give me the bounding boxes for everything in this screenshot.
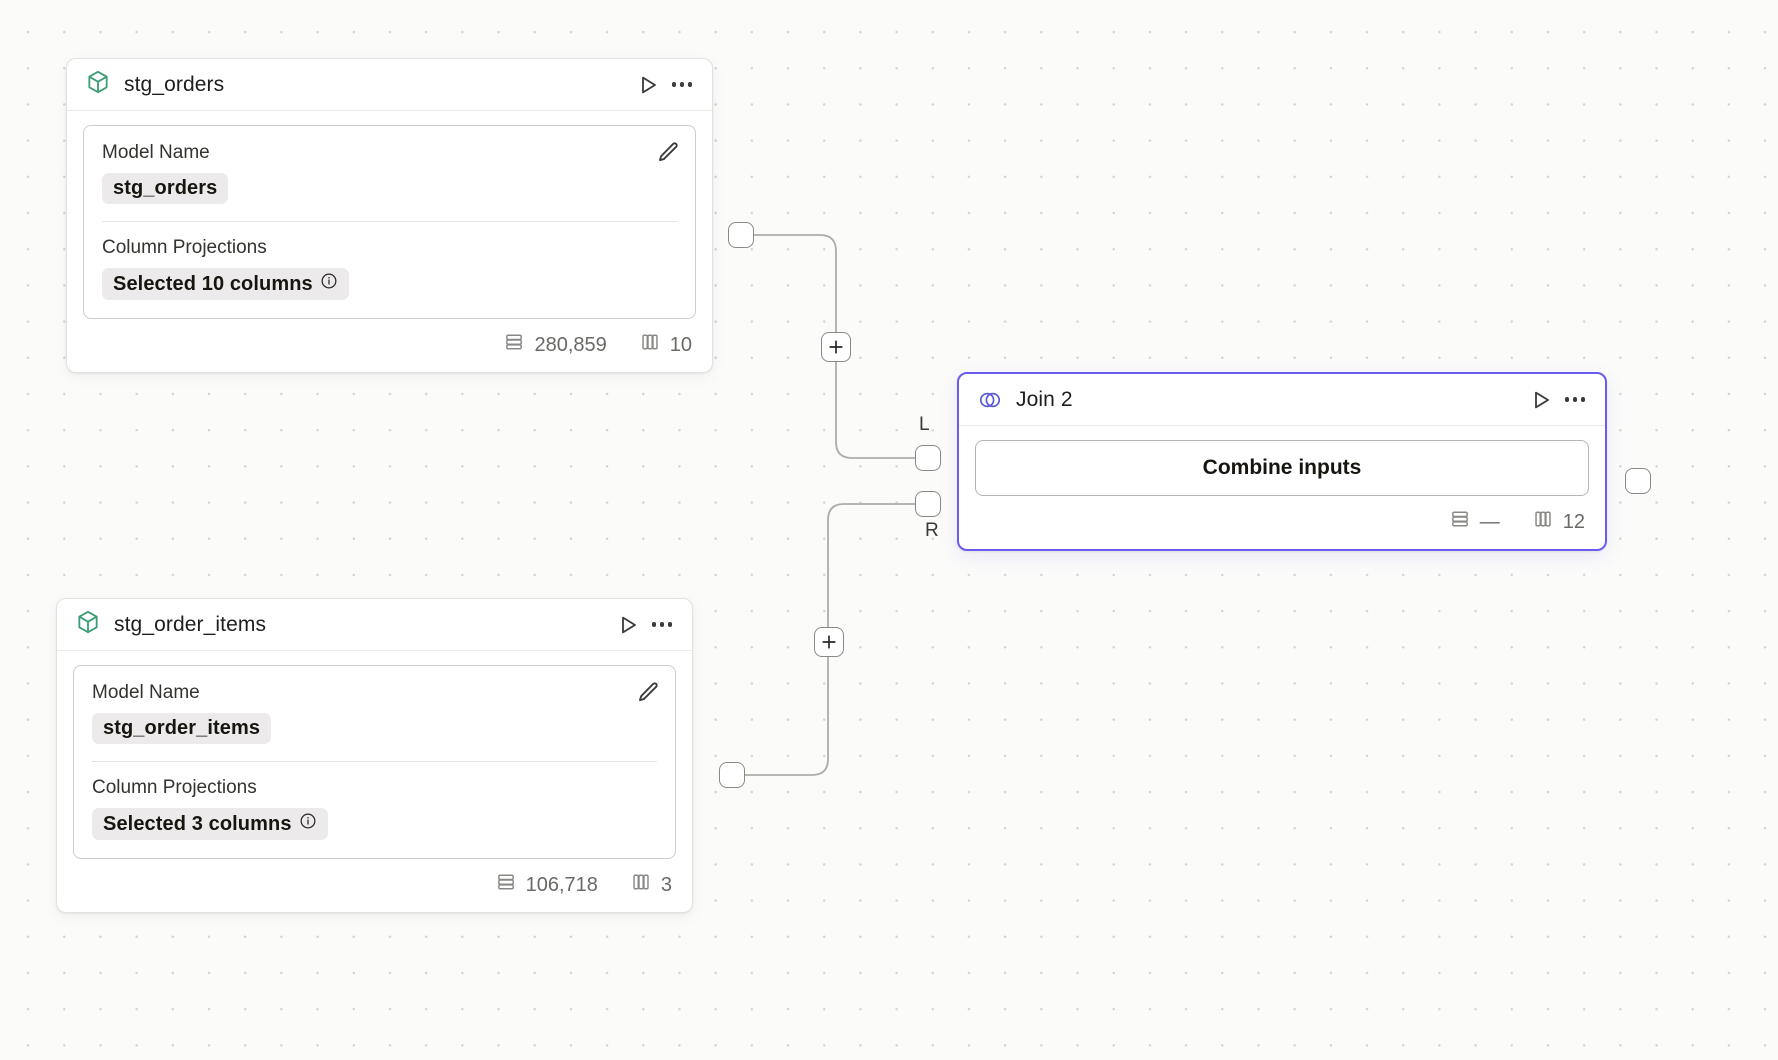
- model-name-value[interactable]: stg_orders: [102, 173, 229, 204]
- plus-icon: [822, 635, 836, 649]
- column-count-value: 3: [660, 873, 672, 896]
- output-port-join-2[interactable]: [1625, 468, 1651, 494]
- row-count-value: 280,859: [534, 333, 607, 356]
- columns-icon: [1532, 508, 1554, 536]
- model-name-value[interactable]: stg_order_items: [92, 713, 272, 744]
- column-projections-label: Column Projections: [92, 777, 257, 798]
- node-title: stg_orders: [124, 72, 225, 96]
- node-footer: 280,859 10: [67, 319, 712, 372]
- node-stg-order-items[interactable]: stg_order_items Model Name: [56, 598, 693, 913]
- node-footer: 106,718 3: [57, 859, 692, 912]
- columns-icon: [630, 871, 652, 899]
- right-input-label: R: [925, 520, 939, 541]
- row-count-value: 106,718: [525, 873, 598, 896]
- column-count-stat: 3: [630, 871, 672, 899]
- cube-icon: [85, 69, 111, 100]
- more-options-button[interactable]: [1561, 386, 1589, 414]
- more-options-button[interactable]: [648, 611, 676, 639]
- rows-icon: [503, 331, 525, 359]
- chip-text: Selected 10 columns: [113, 272, 313, 295]
- row-count-stat: 280,859: [503, 331, 607, 359]
- column-count-stat: 10: [639, 331, 692, 359]
- venn-icon: [977, 387, 1003, 413]
- info-icon[interactable]: [299, 812, 317, 836]
- input-port-left[interactable]: [915, 445, 941, 471]
- more-options-button[interactable]: [668, 71, 696, 99]
- row-count-value: —: [1479, 510, 1500, 533]
- run-button[interactable]: [634, 71, 662, 99]
- edit-pencil-icon[interactable]: [635, 680, 661, 706]
- plus-icon: [829, 340, 843, 354]
- node-stg-orders[interactable]: stg_orders Model Name: [66, 58, 713, 373]
- column-projections-label: Column Projections: [102, 237, 267, 258]
- node-footer: — 12: [959, 496, 1605, 549]
- edit-pencil-icon[interactable]: [655, 140, 681, 166]
- node-join-2[interactable]: Join 2 Combine inputs: [957, 372, 1607, 551]
- node-body: Model Name stg_order_items Column Projec…: [57, 651, 692, 859]
- output-port-stg-order-items[interactable]: [719, 762, 745, 788]
- chip-text: Selected 3 columns: [103, 812, 292, 835]
- model-config-card: Model Name stg_orders Column Projections…: [83, 125, 696, 319]
- rows-icon: [1449, 508, 1471, 536]
- info-icon[interactable]: [320, 272, 338, 296]
- node-header: stg_order_items: [57, 599, 692, 651]
- model-name-label: Model Name: [92, 682, 200, 703]
- chip-text: stg_orders: [113, 177, 218, 199]
- row-count-stat: —: [1449, 508, 1500, 536]
- node-body: Combine inputs: [959, 426, 1605, 496]
- ellipsis-icon: [652, 622, 672, 627]
- run-button[interactable]: [614, 611, 642, 639]
- cube-icon: [75, 609, 101, 640]
- add-node-bottom-button[interactable]: [814, 627, 844, 657]
- column-count-stat: 12: [1532, 508, 1585, 536]
- left-input-label: L: [919, 414, 930, 435]
- node-title: Join 2: [1016, 387, 1073, 411]
- output-port-stg-orders[interactable]: [728, 222, 754, 248]
- node-header: stg_orders: [67, 59, 712, 111]
- chip-text: stg_order_items: [103, 717, 261, 739]
- column-projections-value[interactable]: Selected 3 columns: [92, 808, 328, 840]
- input-port-right[interactable]: [915, 491, 941, 517]
- combine-inputs-button[interactable]: Combine inputs: [975, 440, 1589, 496]
- node-header: Join 2: [959, 374, 1605, 426]
- add-node-top-button[interactable]: [821, 332, 851, 362]
- ellipsis-icon: [672, 82, 692, 87]
- model-name-label: Model Name: [102, 142, 210, 163]
- combine-inputs-label: Combine inputs: [1202, 456, 1362, 479]
- node-body: Model Name stg_orders Column Projections…: [67, 111, 712, 319]
- column-projections-value[interactable]: Selected 10 columns: [102, 268, 349, 300]
- run-button[interactable]: [1527, 386, 1555, 414]
- column-count-value: 10: [669, 333, 692, 356]
- card-divider: [102, 221, 677, 222]
- model-config-card: Model Name stg_order_items Column Projec…: [73, 665, 676, 859]
- card-divider: [92, 761, 657, 762]
- node-title: stg_order_items: [114, 612, 267, 636]
- column-count-value: 12: [1562, 510, 1585, 533]
- columns-icon: [639, 331, 661, 359]
- ellipsis-icon: [1565, 397, 1585, 402]
- rows-icon: [495, 871, 517, 899]
- row-count-stat: 106,718: [495, 871, 598, 899]
